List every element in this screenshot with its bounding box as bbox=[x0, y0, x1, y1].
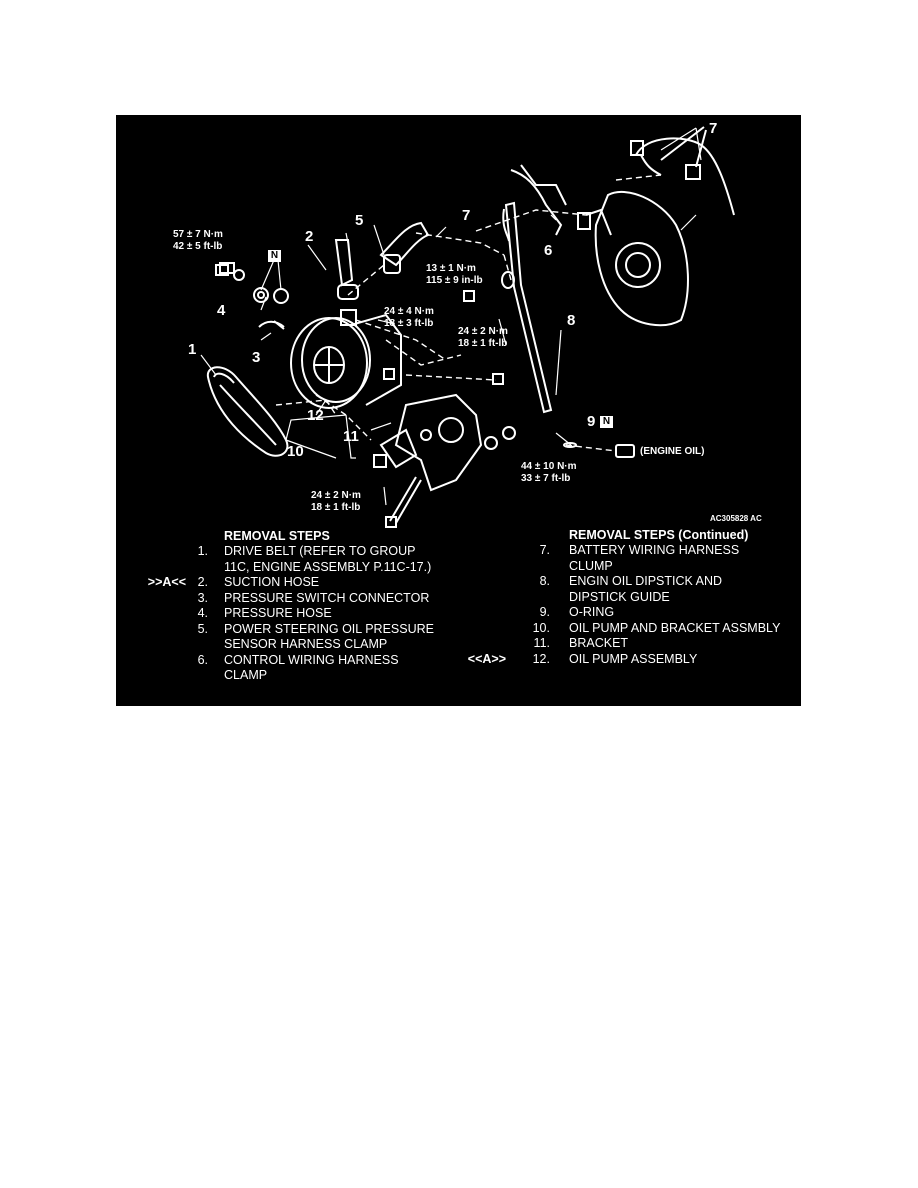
step-number: 4. bbox=[197, 606, 208, 620]
step-text: 11C, ENGINE ASSEMBLY P.11C-17.) bbox=[224, 559, 432, 574]
removal-steps-heading-continued: REMOVAL STEPS (Continued) bbox=[569, 528, 749, 542]
step-number: 9. bbox=[539, 605, 550, 619]
step-text: OIL PUMP AND BRACKET ASSMBLY bbox=[569, 620, 781, 635]
step-number: 7. bbox=[539, 543, 550, 557]
step-text: DRIVE BELT (REFER TO GROUP bbox=[224, 544, 416, 558]
callout-12: 12 bbox=[307, 407, 324, 424]
step-number: 3. bbox=[197, 590, 208, 605]
step-number: 2. bbox=[197, 575, 208, 589]
step-text: O-RING bbox=[569, 605, 615, 619]
figure-code: AC305828 AC bbox=[710, 514, 762, 523]
step-text: SENSOR HARNESS CLAMP bbox=[224, 637, 388, 651]
step-text: OIL PUMP ASSEMBLY bbox=[569, 651, 698, 666]
step-text: CLUMP bbox=[569, 558, 613, 573]
callout-6: 6 bbox=[544, 242, 553, 259]
step-text: SUCTION HOSE bbox=[224, 575, 320, 589]
new-part-mark: N bbox=[600, 416, 613, 428]
callout-5: 5 bbox=[355, 212, 364, 229]
step-number: 12. bbox=[532, 651, 550, 666]
component-line-art bbox=[200, 126, 735, 528]
step-text: BRACKET bbox=[569, 636, 629, 650]
step-text: BATTERY WIRING HARNESS bbox=[569, 543, 740, 557]
callout-4: 4 bbox=[217, 302, 226, 319]
callout-2: 2 bbox=[305, 228, 314, 245]
callout-8: 8 bbox=[567, 312, 576, 329]
step-mark: <<A>> bbox=[467, 651, 506, 666]
step-text: DIPSTICK GUIDE bbox=[569, 589, 670, 604]
engine-oil-note: (ENGINE OIL) bbox=[640, 446, 705, 457]
dipstick-drawing bbox=[504, 201, 553, 414]
step-text: CONTROL WIRING HARNESS bbox=[224, 652, 399, 667]
step-text: CLAMP bbox=[224, 668, 268, 682]
step-number: 6. bbox=[197, 652, 208, 667]
step-text: PRESSURE HOSE bbox=[224, 606, 332, 620]
step-mark: >>A<< bbox=[147, 575, 186, 589]
callout-7-left: 7 bbox=[462, 207, 471, 224]
callout-1: 1 bbox=[188, 341, 197, 358]
engine-cover-drawing bbox=[510, 126, 735, 327]
step-number: 8. bbox=[539, 574, 550, 588]
new-part-mark: N bbox=[268, 250, 281, 262]
callout-3: 3 bbox=[252, 349, 261, 366]
callout-11: 11 bbox=[343, 428, 359, 445]
step-number: 5. bbox=[197, 621, 208, 636]
step-text: POWER STEERING OIL PRESSURE bbox=[224, 621, 434, 636]
callout-7-right: 7 bbox=[709, 120, 718, 137]
harness-clamp-drawing bbox=[379, 221, 430, 267]
oil-pump-pulley-drawing bbox=[290, 309, 402, 409]
drive-belt-drawing bbox=[206, 366, 289, 457]
step-number: 1. bbox=[197, 544, 208, 558]
callout-9: 9 bbox=[587, 413, 596, 430]
step-number: 11. bbox=[533, 636, 550, 650]
step-text: ENGIN OIL DIPSTICK AND bbox=[569, 574, 723, 588]
step-text: PRESSURE SWITCH CONNECTOR bbox=[224, 590, 430, 605]
removal-steps-heading: REMOVAL STEPS bbox=[224, 529, 330, 543]
bracket-drawing bbox=[379, 393, 483, 492]
callout-10: 10 bbox=[287, 443, 304, 460]
diagram-figure: 1 2 3 4 5 6 7 7 8 9 10 11 12 N N (ENGINE… bbox=[116, 115, 801, 706]
suction-hose-drawing bbox=[334, 239, 354, 287]
step-number: 10. bbox=[532, 620, 550, 635]
